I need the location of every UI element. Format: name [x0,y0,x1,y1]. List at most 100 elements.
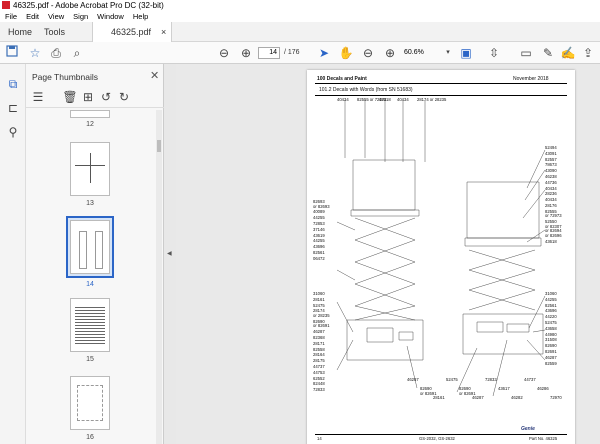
menu-edit[interactable]: Edit [26,12,40,21]
thumbnail-label: 12 [86,121,94,128]
callout-label: 28171 [313,340,325,346]
thumbnail-label: 13 [86,200,94,207]
callout-label: 72970 [550,395,562,400]
callout-label: 28176 [545,203,557,208]
tab-home[interactable]: Home [8,27,33,37]
callout-top: 82555 or 72973 [357,97,387,102]
callout-label: 82448 [313,381,325,387]
page-view-icon[interactable]: ▣ [460,46,472,60]
page-number-input[interactable]: 14 [258,47,280,59]
thumbnail-label: 15 [86,356,94,363]
rotate-clockwise-icon[interactable]: ↻ [118,90,130,104]
callout-label: 82368 [313,335,325,340]
callout-label: 44255 [313,238,325,244]
scroll-mode-icon[interactable]: ⇳ [488,46,500,60]
title-bar: 46325.pdf - Adobe Acrobat Pro DC (32-bit… [0,0,600,11]
callout-label: 82561 [545,302,557,308]
attachments-icon[interactable]: ⚲ [8,125,18,139]
callout-label: 44736 [545,179,557,185]
menu-sign[interactable]: Sign [73,12,89,21]
callout-label: 82561 [313,250,325,255]
close-tab-icon[interactable]: × [161,27,167,37]
sign-icon[interactable]: ✍ [560,46,576,60]
zoom-out-icon[interactable]: ⊖ [362,46,374,60]
callout-label: 82693 or 82693 [313,199,330,209]
delete-page-icon[interactable]: 🗑 [62,90,78,104]
callout-label: 52475 [446,377,458,382]
callout-label: 43696 [313,244,325,250]
panel-collapse-handle[interactable]: ◀ [164,64,176,444]
callout-label: 52550 or 82307 or 82694 or 82696 [545,219,562,238]
callout-label: 44255 [545,296,557,302]
save-icon[interactable] [4,45,20,61]
callout-label: 46286 [537,386,549,391]
tab-document-label: 46325.pdf [111,27,152,37]
callout-label: 06472 [313,255,325,261]
page-footer-left: 14 [317,436,322,441]
search-icon[interactable]: ⌕ [73,46,81,60]
thumbnail-page-12[interactable] [70,110,110,118]
zoom-dropdown-icon[interactable]: ▾ [446,49,450,56]
callout-label: 46282 [511,395,523,400]
callout-label: 28164 [313,352,325,358]
menu-view[interactable]: View [48,12,65,21]
zoom-level-input[interactable]: 60.6% [404,49,424,56]
thumbnail-page-14[interactable] [70,220,110,274]
thumbnail-label: 14 [86,281,94,288]
page-footer-center: GS-2032, GS-2632 [419,436,455,441]
callout-label: 43619 [313,232,325,238]
next-page-icon[interactable]: ⊕ [240,46,252,60]
tab-document[interactable]: 46325.pdf × [92,22,172,42]
page-subheader: 101.2 Decals with Words (from SN 51683) [319,87,413,93]
zoom-in-icon[interactable]: ⊕ [384,46,396,60]
pdf-page: 100 Decals and Paint November 2018 101.2… [307,70,575,444]
callout-top: 28174 or 28235 [417,97,447,102]
callout-label: 31060 [313,291,325,296]
menu-file[interactable]: File [5,12,18,21]
menu-bar: File Edit View Sign Window Help [0,11,600,22]
previous-page-icon[interactable]: ⊖ [218,46,230,60]
thumbnail-page-16[interactable] [70,376,110,430]
navigation-rail: ⧉ ⊏ ⚲ [0,64,26,444]
thumbnails-icon[interactable]: ⧉ [8,77,18,91]
page-header-right: November 2018 [513,76,549,82]
callout-label: 82690 or 82691 [420,386,437,396]
callout-label: 52475 [313,302,325,308]
thumbnail-scrollbar[interactable] [156,110,162,444]
print-icon[interactable]: ⎙ [51,46,61,60]
callout-label: 72833 [485,377,497,382]
window-title: 46325.pdf - Adobe Acrobat Pro DC (32-bit… [13,1,164,10]
thumbnail-page-15[interactable] [70,298,110,352]
comment-icon[interactable]: ▭ [520,46,532,60]
pen-icon[interactable]: ✎ [542,46,554,60]
tab-tools[interactable]: Tools [44,27,66,37]
callout-label: 43658 [545,325,557,331]
thumbnail-options-icon[interactable]: ☰ [32,90,44,104]
bookmark-star-icon[interactable]: ☆ [29,46,41,60]
callout-label: 78673 [545,162,557,168]
thumbnail-page-13[interactable] [70,142,110,196]
hand-tool-icon[interactable]: ✋ [338,46,354,60]
callout-label: 43618 [545,238,557,244]
document-viewer[interactable]: 100 Decals and Paint November 2018 101.2… [176,64,600,444]
page-total: / 176 [284,49,300,56]
toolbar: ☆ ⎙ ⌕ ⊖ ⊕ 14 / 176 ➤ ✋ ⊖ ⊕ 60.6% ▾ ▣ ⇳ ▭… [0,42,600,64]
callout-label: 43617 [498,386,510,391]
callout-label: 82558 [313,346,325,352]
panel-title: Page Thumbnails [32,72,98,82]
bookmarks-icon[interactable]: ⊏ [7,101,19,115]
callout-top: 40434 [337,97,349,102]
menu-window[interactable]: Window [97,12,124,21]
callout-label: 43090 [545,168,557,174]
extract-page-icon[interactable]: ⊞ [82,90,94,104]
callout-label: 46287 [407,377,419,382]
callout-label: 28161 [313,296,325,302]
callout-label: 82557 [545,156,557,162]
select-cursor-icon[interactable]: ➤ [318,46,330,60]
collapse-arrow-icon[interactable]: ◀ [167,251,172,257]
menu-help[interactable]: Help [132,12,149,21]
share-icon[interactable]: ⇪ [582,46,594,60]
close-panel-icon[interactable]: ✕ [150,70,160,82]
rotate-counterclockwise-icon[interactable]: ↺ [100,90,112,104]
callout-label: 37146 [313,226,325,232]
